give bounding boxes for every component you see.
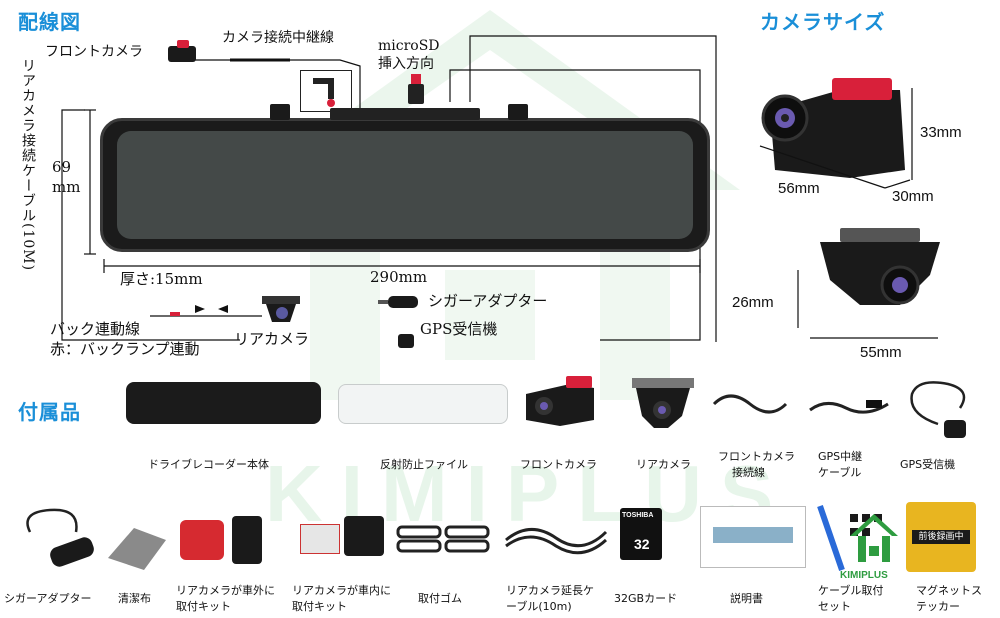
label-back-line: バック連動線 (50, 320, 141, 338)
accessory-inside-kit-image (300, 524, 340, 554)
dim-width: 290mm (370, 268, 428, 286)
accessory-mirror-unit-image (126, 382, 321, 424)
accessory-label: フロントカメラ (520, 458, 597, 471)
cigar-adapter-icon (378, 296, 418, 308)
dim-height-value: 69 (52, 158, 72, 176)
sticker-text: 前後録画中 (912, 530, 970, 544)
manual-photo (713, 527, 793, 543)
dim-height-unit: mm (52, 178, 81, 196)
gps-receiver-icon (398, 334, 414, 348)
accessory-label: ドライブレコーダー本体 (148, 458, 269, 471)
dim-front-height: 33mm (920, 124, 962, 141)
mirror-clip (270, 104, 290, 120)
accessory-label: ケーブル取付 (818, 584, 884, 597)
dim-thickness: 厚さ:15mm (120, 270, 203, 288)
accessory-sd-card-image: TOSHIBA 32 (620, 508, 662, 560)
label-relay-cable: カメラ接続中継線 (222, 30, 334, 46)
accessory-label: 取付キット (292, 600, 347, 613)
accessory-gps-receiver-image (910, 381, 966, 438)
connector-inset (300, 70, 352, 112)
accessory-label: フロントカメラ (718, 450, 795, 463)
label-microsd-line1: microSD (378, 38, 440, 54)
microsd-card-icon (408, 74, 424, 104)
rear-camera-icon (262, 296, 300, 322)
accessory-label: リアカメラが車内に (292, 584, 391, 597)
mirror-port-strip (330, 108, 480, 120)
accessory-label: 取付キット (176, 600, 231, 613)
accessory-label: リアカメラ (636, 458, 691, 471)
accessory-outside-kit-bracket (232, 516, 262, 564)
brand-logo-text: KIMIPLUS (840, 570, 888, 581)
wiring-lines (61, 35, 717, 342)
accessory-label: 説明書 (730, 592, 763, 605)
front-camera-icon (168, 40, 196, 62)
label-rear-camera: リアカメラ (234, 330, 310, 348)
accessory-mount-rubber-image (396, 525, 490, 553)
accessory-label: リアカメラが車外に (176, 584, 275, 597)
accessory-cleaning-cloth-image (108, 528, 166, 570)
dim-rear-height: 26mm (732, 294, 774, 311)
accessory-rear-extension-cable-image (505, 528, 608, 555)
accessory-rear-camera-image (632, 378, 694, 428)
accessory-label: マグネットス (916, 584, 982, 597)
accessory-label: ケーブル (818, 466, 862, 479)
brand-logo-icon (850, 514, 898, 562)
sd-card-brand: TOSHIBA (622, 512, 654, 519)
accessory-gps-relay-cable-image (809, 400, 889, 414)
label-rear-cable: リアカメラ接続ケーブル(10M) (20, 58, 36, 272)
section-title-accessories: 付属品 (18, 400, 81, 424)
accessory-label: シガーアダプター (4, 592, 92, 605)
accessory-inside-kit-bracket (344, 516, 384, 556)
accessory-label: 取付ゴム (418, 592, 462, 605)
label-back-red: 赤：バックランプ連動 (50, 340, 200, 358)
mirror-clip (508, 104, 528, 120)
accessory-outside-kit-image (180, 520, 224, 560)
accessory-label: 32GBカード (614, 592, 678, 605)
accessory-front-camera-cable-image (712, 394, 788, 414)
accessory-label: GPS受信機 (900, 458, 956, 471)
label-cigar-adapter: シガーアダプター (428, 292, 548, 310)
accessory-label: 清潔布 (118, 592, 151, 605)
accessory-label: セット (818, 600, 851, 613)
mirror-screen (117, 131, 693, 239)
accessory-label: リアカメラ延長ケ (506, 584, 594, 597)
section-title-camera-size: カメラサイズ (760, 10, 886, 34)
accessory-front-camera-image (526, 376, 594, 426)
accessory-label: ーブル(10m) (506, 600, 572, 613)
mirror-dashcam-body (100, 118, 710, 252)
label-gps-receiver: GPS受信機 (420, 320, 498, 338)
accessory-label: 接続線 (732, 466, 765, 479)
accessory-manual-image (700, 506, 806, 568)
label-front-camera: フロントカメラ (45, 44, 143, 60)
dim-front-width: 56mm (778, 180, 820, 197)
accessory-cigar-adapter-image (26, 508, 94, 567)
accessory-label: 反射防止ファイル (380, 458, 468, 471)
camera-size-diagram (759, 78, 940, 339)
accessory-label: GPS中継 (818, 450, 863, 463)
sd-card-capacity: 32 (634, 536, 650, 552)
label-microsd-line2: 挿入方向 (378, 56, 434, 72)
dim-rear-width: 55mm (860, 344, 902, 361)
accessory-label: テッカー (916, 600, 960, 613)
accessory-magnet-sticker-image: 前後録画中 (906, 502, 976, 572)
accessory-antiglare-film-image (338, 384, 508, 424)
dim-front-depth: 30mm (892, 188, 934, 205)
section-title-wiring: 配線図 (18, 10, 81, 34)
front-camera-size-figure (761, 78, 905, 178)
rear-camera-size-figure (820, 228, 940, 305)
